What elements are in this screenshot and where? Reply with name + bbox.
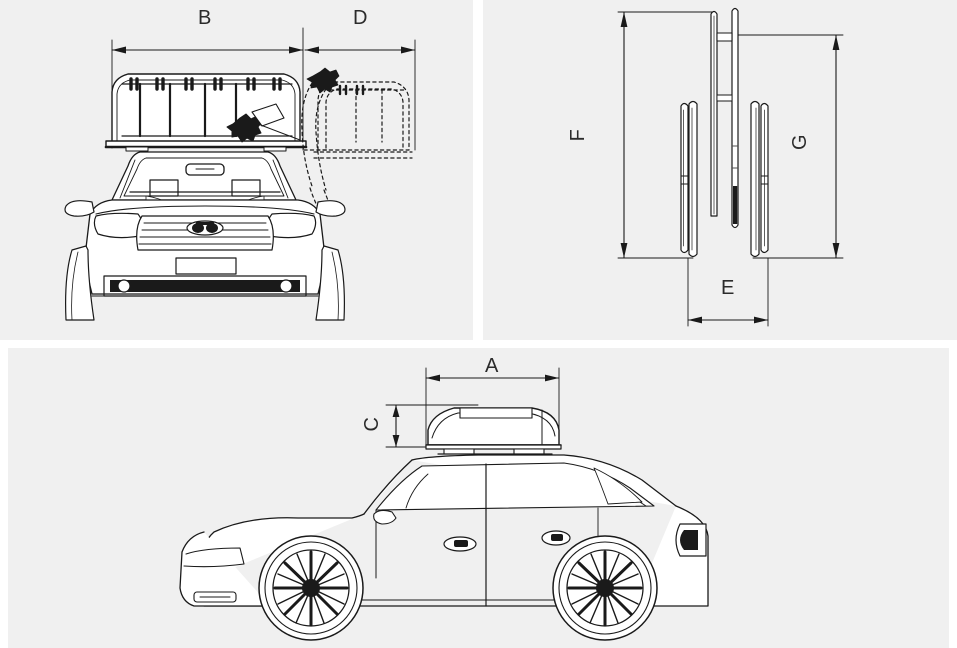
front-wheel — [258, 535, 364, 641]
front-view-drawing — [64, 27, 416, 321]
ghost-lock-cluster — [306, 67, 340, 94]
car-front-view — [64, 151, 346, 321]
dimension-line-d — [304, 46, 416, 54]
side-view-panel: A C — [8, 348, 949, 648]
rear-wheel — [552, 535, 658, 641]
top-view-panel: F G E — [483, 0, 957, 340]
dimension-label-e: E — [721, 277, 735, 299]
car-side-view — [179, 454, 709, 607]
door-handles — [443, 530, 571, 552]
right-mount-rails — [750, 100, 769, 258]
lid-ribs — [129, 77, 282, 91]
crossbar-stubs — [716, 32, 733, 102]
dimension-label-d: D — [353, 7, 368, 29]
right-rail-ticks — [760, 175, 769, 185]
top-view-drawing — [617, 7, 844, 327]
lock-cluster — [226, 103, 301, 143]
left-rail-ticks — [680, 175, 689, 185]
emblem — [186, 220, 224, 236]
dimension-label-f: F — [567, 128, 589, 142]
roof-box-side — [425, 407, 562, 455]
dimension-g — [725, 34, 844, 259]
dimension-line-b — [111, 46, 304, 54]
center-rails — [710, 7, 739, 229]
dimension-label-a: A — [485, 355, 499, 377]
dimension-label-g: G — [789, 133, 811, 151]
lid-open-ghost — [301, 77, 413, 215]
front-view-panel: B D — [0, 0, 473, 340]
dimension-label-c: C — [361, 416, 383, 432]
ghost-rib-marks — [338, 84, 365, 96]
left-mount-rails — [680, 100, 698, 258]
dimension-label-b: B — [198, 7, 212, 29]
dimension-f — [617, 11, 716, 259]
dimension-e — [687, 257, 769, 327]
side-view-drawing — [179, 367, 709, 641]
